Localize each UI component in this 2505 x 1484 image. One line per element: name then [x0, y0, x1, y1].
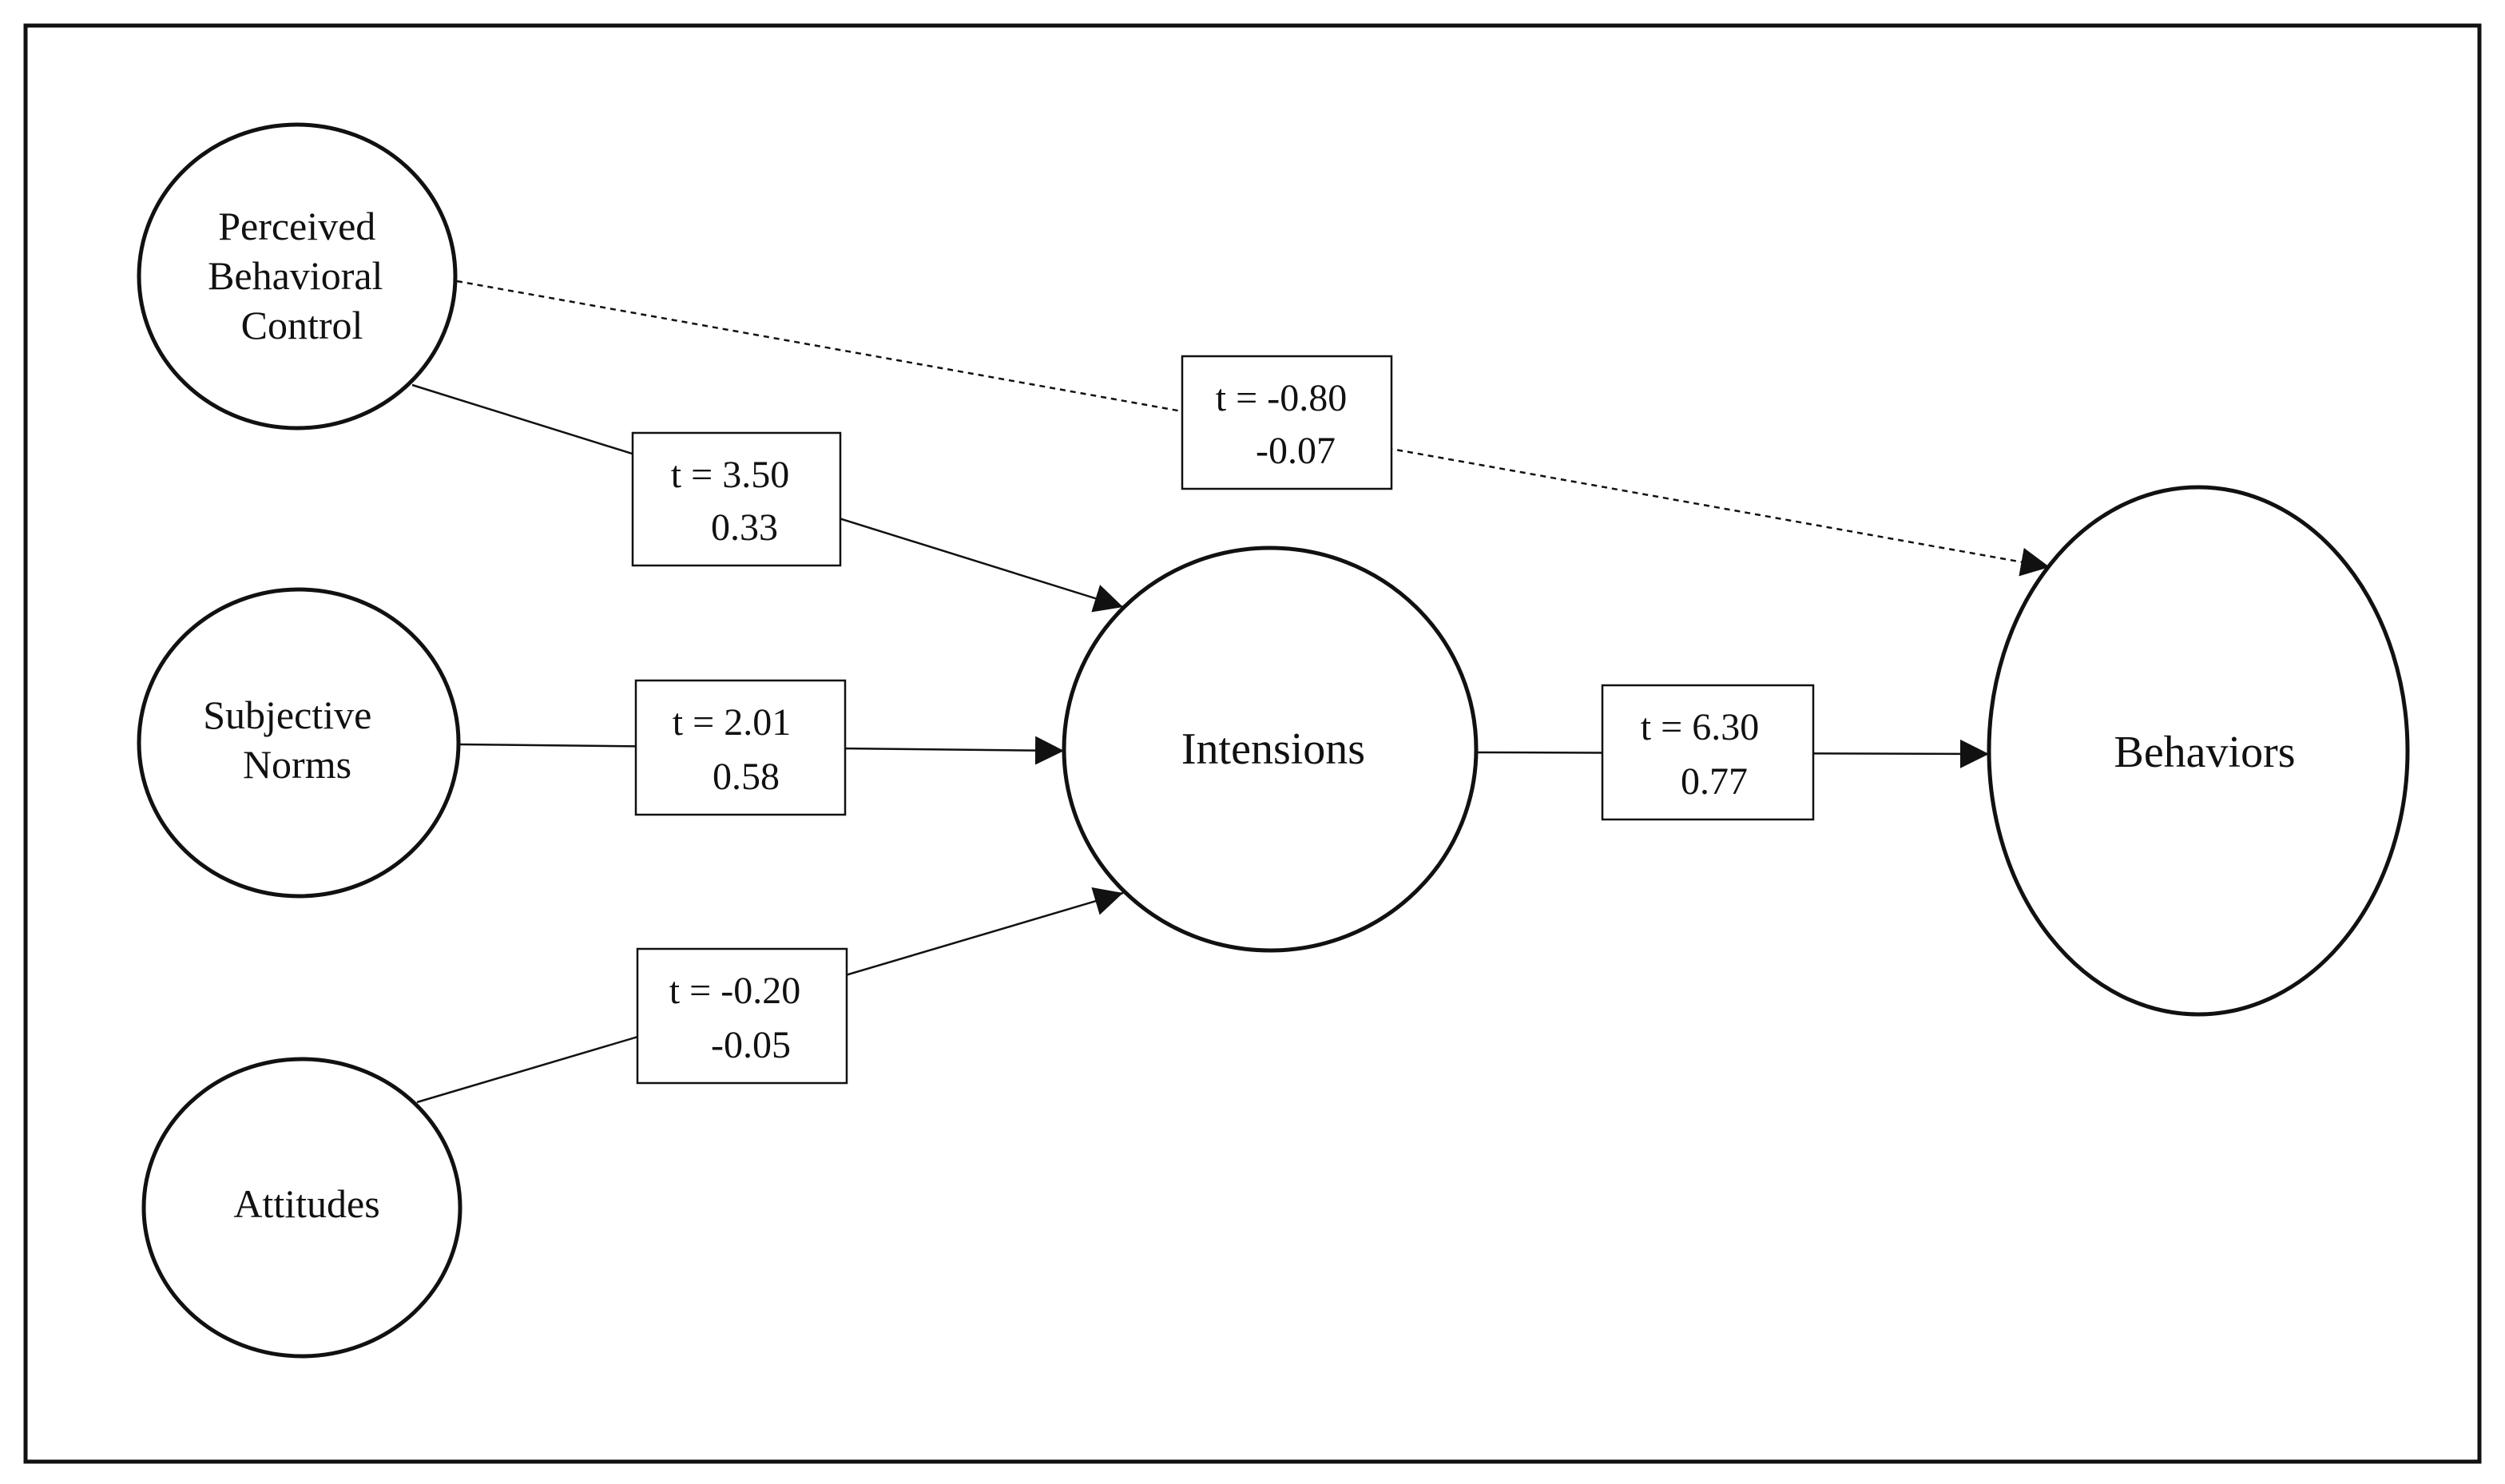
node-label-line: Intensions	[1181, 724, 1365, 774]
edge-coefficient: 0.33	[711, 506, 778, 549]
edge-coefficient: 0.58	[713, 756, 780, 798]
edge-labels: t = 3.50 0.33 t = 2.01 0.58 t = -0.20 -0…	[631, 355, 1815, 1085]
node-label-line: Norms	[243, 742, 351, 787]
node-label-intensions: Intensions	[1181, 724, 1365, 774]
node-label-line: Perceived	[218, 204, 375, 248]
edge-coefficient: 0.77	[1681, 760, 1748, 803]
edge-label-text: t = 6.30 0.77	[1641, 706, 1769, 803]
node-label-line: Control	[241, 303, 363, 347]
node-attitudes	[141, 1057, 462, 1359]
node-label-attitudes: Attitudes	[233, 1181, 379, 1226]
diagram-frame	[23, 23, 2482, 1464]
nodes	[137, 122, 2410, 1359]
edge-label-pbc-behaviors: t = -0.80 -0.07	[1181, 355, 1393, 490]
edge-label-box	[634, 679, 847, 816]
node-label-line: Attitudes	[233, 1181, 379, 1226]
edge-label-text: t = 2.01 0.58	[673, 701, 800, 798]
edge-label-subjective-intensions: t = 2.01 0.58	[634, 679, 847, 816]
edge-label-attitudes-intensions: t = -0.20 -0.05	[636, 947, 848, 1085]
edge-coefficient: -0.07	[1256, 430, 1336, 472]
edge-t-value: t = 6.30	[1641, 706, 1759, 748]
edge-t-value: t = -0.20	[669, 970, 800, 1012]
node-label-pbc: Perceived Behavioral Control	[208, 204, 393, 347]
node-behaviors	[1987, 485, 2410, 1017]
node-perceived-behavioral-control	[137, 122, 458, 431]
edge-label-intensions-behaviors: t = 6.30 0.77	[1601, 684, 1815, 821]
node-label-behaviors: Behaviors	[2114, 728, 2295, 777]
edge-label-box	[636, 947, 848, 1085]
edge-label-box	[1601, 684, 1815, 821]
edge-label-box	[631, 431, 842, 567]
edge-t-value: t = 3.50	[671, 454, 789, 496]
edge-label-text: t = 3.50 0.33	[671, 454, 799, 549]
node-label-line: Behaviors	[2114, 728, 2295, 777]
edge-label-pbc-intensions: t = 3.50 0.33	[631, 431, 842, 567]
node-label-line: Subjective	[203, 692, 371, 737]
edge-t-value: t = -0.80	[1216, 377, 1347, 419]
node-label-line: Behavioral	[208, 253, 383, 298]
edge-label-box	[1181, 355, 1393, 490]
edge-label-text: t = -0.20 -0.05	[669, 970, 810, 1066]
node-label-subjective-norms: Subjective Norms	[203, 692, 382, 787]
node-intensions	[1062, 546, 1479, 953]
edge-label-text: t = -0.80 -0.07	[1216, 377, 1356, 472]
node-subjective-norms	[137, 587, 461, 899]
edge-coefficient: -0.05	[711, 1024, 791, 1066]
edge-t-value: t = 2.01	[673, 701, 791, 744]
